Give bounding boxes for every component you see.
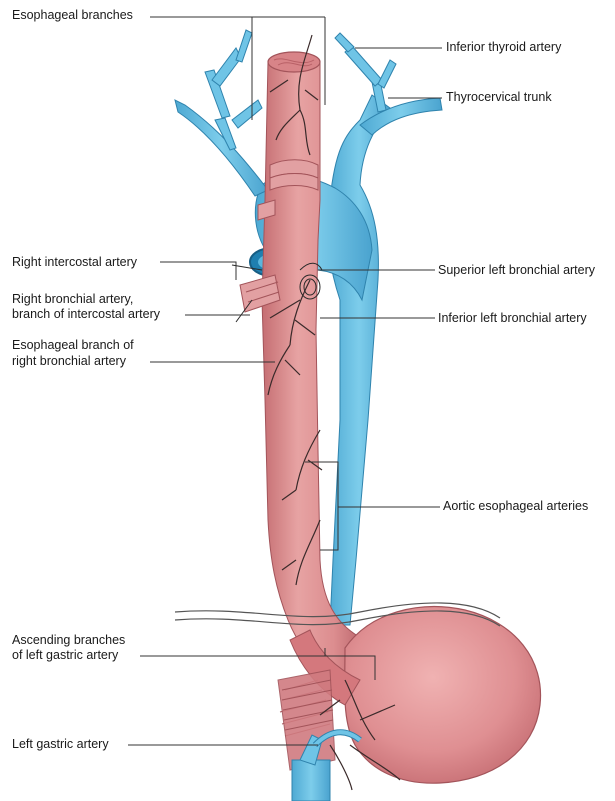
label-thyrocervical-trunk: Thyrocervical trunk	[446, 90, 552, 105]
label-inferior-thyroid-artery: Inferior thyroid artery	[446, 40, 561, 55]
label-superior-left-bronchial-artery: Superior left bronchial artery	[438, 263, 595, 278]
label-esophageal-branch-rba-1: Esophageal branch of	[12, 338, 134, 353]
label-ascending-branches-2: of left gastric artery	[12, 648, 118, 663]
label-right-bronchial-artery-2: branch of intercostal artery	[12, 307, 160, 322]
label-inferior-left-bronchial-artery: Inferior left bronchial artery	[438, 311, 587, 326]
label-esophageal-branches: Esophageal branches	[12, 8, 133, 23]
label-right-intercostal-artery: Right intercostal artery	[12, 255, 137, 270]
label-ascending-branches-1: Ascending branches	[12, 633, 125, 648]
label-esophageal-branch-rba-2: right bronchial artery	[12, 354, 126, 369]
abdominal-aorta	[292, 760, 330, 801]
stomach	[345, 607, 541, 784]
esophagus-top	[268, 52, 320, 72]
label-aortic-esophageal-arteries: Aortic esophageal arteries	[443, 499, 588, 514]
label-right-bronchial-artery-1: Right bronchial artery,	[12, 292, 133, 307]
label-left-gastric-artery: Left gastric artery	[12, 737, 109, 752]
descending-aorta	[328, 95, 390, 625]
